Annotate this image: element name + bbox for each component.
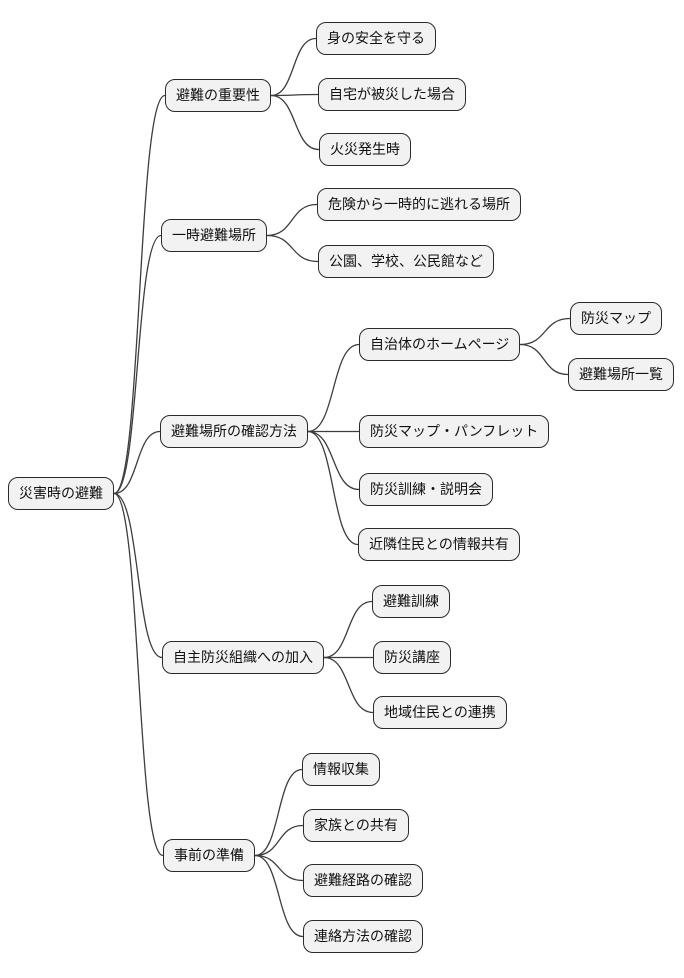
node-route-check: 避難経路の確認 [303, 864, 423, 897]
node-advance-preparation: 事前の準備 [163, 839, 255, 872]
node-temporary-escape-place: 危険から一時的に逃れる場所 [317, 188, 521, 221]
node-contact-check: 連絡方法の確認 [303, 920, 423, 953]
node-evacuation-importance: 避難の重要性 [165, 79, 271, 112]
node-evacuation-drill: 避難訓練 [372, 585, 450, 618]
node-neighbor-info-sharing: 近隣住民との情報共有 [358, 528, 520, 561]
node-temporary-shelter: 一時避難場所 [161, 219, 267, 252]
node-protect-safety: 身の安全を守る [316, 22, 436, 55]
node-disaster-map: 防災マップ [570, 302, 662, 335]
node-fire-outbreak: 火災発生時 [319, 133, 411, 166]
node-shelter-list: 避難場所一覧 [568, 358, 674, 391]
node-municipality-website: 自治体のホームページ [359, 328, 521, 361]
node-shelter-check-methods: 避難場所の確認方法 [160, 415, 308, 448]
node-community-cooperation: 地域住民との連携 [373, 696, 507, 729]
node-parks-schools: 公園、学校、公民館など [318, 245, 494, 278]
node-home-damaged: 自宅が被災した場合 [318, 78, 466, 111]
node-disaster-course: 防災講座 [373, 641, 451, 674]
node-drills-briefings: 防災訓練・説明会 [359, 473, 493, 506]
node-map-pamphlet: 防災マップ・パンフレット [359, 415, 550, 448]
node-info-gathering: 情報収集 [302, 753, 380, 786]
node-family-sharing: 家族との共有 [303, 809, 409, 842]
node-root: 災害時の避難 [8, 477, 114, 510]
node-voluntary-org-join: 自主防災組織への加入 [162, 641, 324, 674]
